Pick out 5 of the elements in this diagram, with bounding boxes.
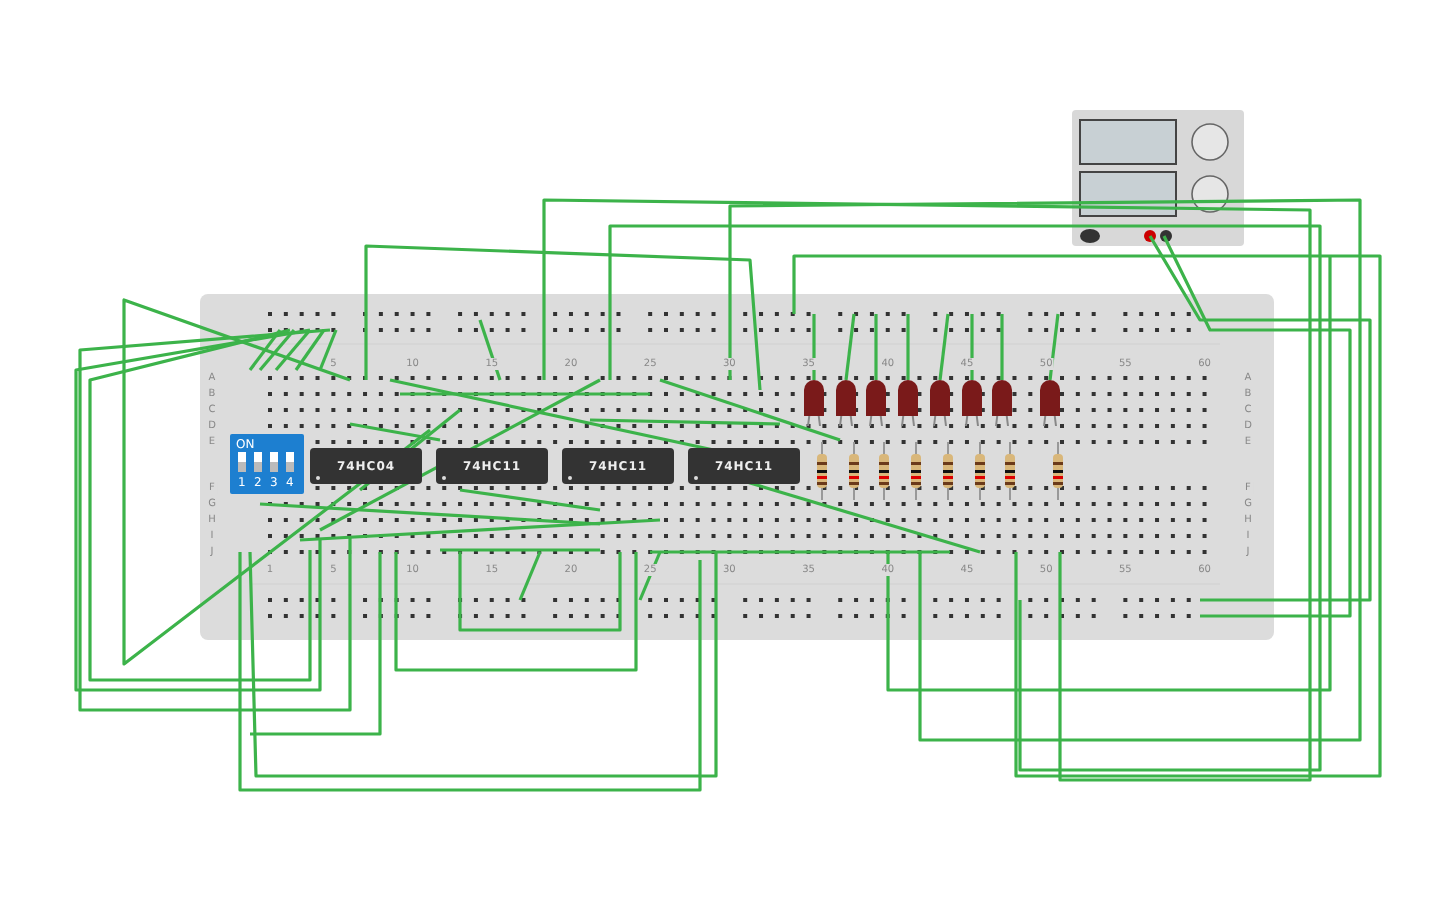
ic-chip xyxy=(562,448,674,484)
ic-chip xyxy=(310,448,422,484)
ic-chip xyxy=(688,448,800,484)
dip-switch xyxy=(230,434,304,494)
ic-chip xyxy=(436,448,548,484)
